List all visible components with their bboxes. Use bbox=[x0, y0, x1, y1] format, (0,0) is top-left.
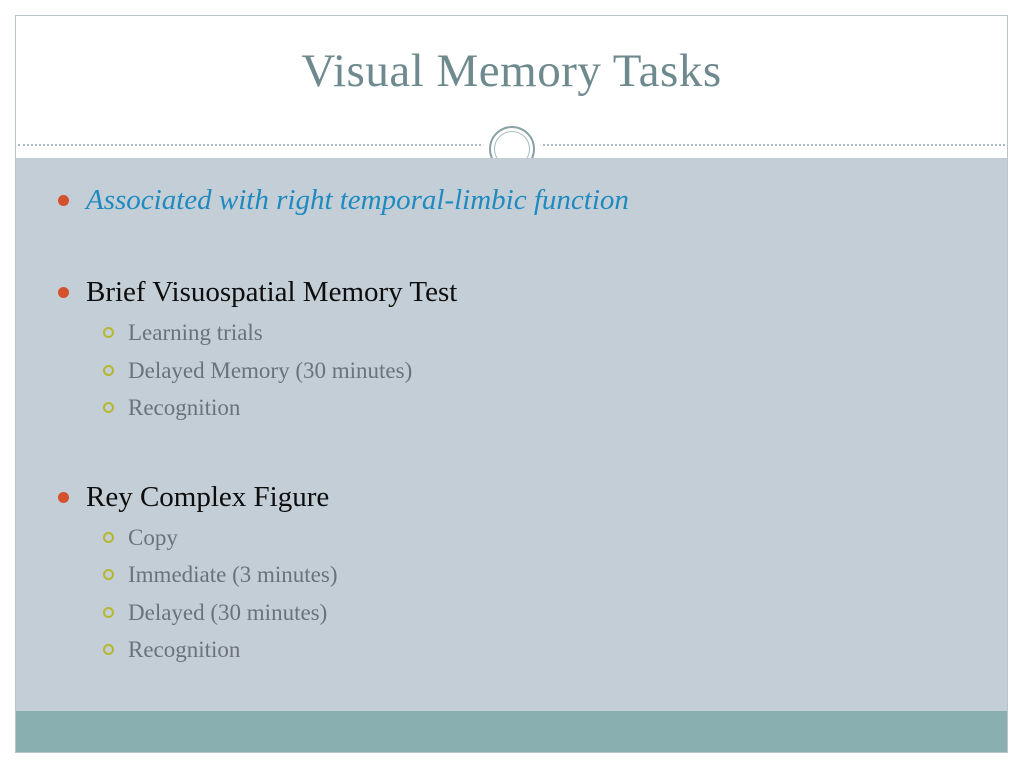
bullet-group-spacer bbox=[42, 431, 987, 475]
hollow-circle-bullet-icon bbox=[103, 644, 114, 655]
sub-bullet-item: Immediate (3 minutes) bbox=[86, 556, 987, 594]
slide: Visual Memory Tasks Associated with righ… bbox=[15, 15, 1008, 753]
bullet-list: Associated with right temporal-limbic fu… bbox=[42, 178, 987, 669]
hollow-circle-bullet-icon bbox=[103, 327, 114, 338]
bullet-text: Associated with right temporal-limbic fu… bbox=[86, 184, 629, 216]
sub-bullet-item: Delayed Memory (30 minutes) bbox=[86, 352, 987, 390]
filled-circle-bullet-icon bbox=[58, 491, 69, 503]
sub-bullet-item: Learning trials bbox=[86, 314, 987, 352]
slide-header: Visual Memory Tasks bbox=[16, 16, 1007, 182]
filled-circle-bullet-icon bbox=[58, 287, 69, 298]
bullet-content: Associated with right temporal-limbic fu… bbox=[42, 178, 987, 673]
bullet-group-spacer bbox=[42, 226, 987, 270]
sub-bullet-text: Copy bbox=[128, 524, 178, 550]
page-title: Visual Memory Tasks bbox=[301, 45, 722, 97]
sub-bullet-item: Copy bbox=[86, 519, 987, 557]
sub-bullet-text: Recognition bbox=[128, 395, 241, 420]
footer-bar bbox=[16, 711, 1007, 752]
bullet-text: Brief Visuospatial Memory Test bbox=[86, 276, 458, 308]
hollow-circle-bullet-icon bbox=[103, 364, 114, 376]
hollow-circle-bullet-icon bbox=[103, 606, 114, 618]
sub-bullet-text: Immediate (3 minutes) bbox=[128, 562, 338, 587]
sub-bullet-text: Delayed Memory (30 minutes) bbox=[128, 357, 413, 383]
sub-bullet-item: Recognition bbox=[86, 389, 987, 427]
bullet-text: Rey Complex Figure bbox=[86, 480, 330, 513]
filled-circle-bullet-icon bbox=[58, 195, 69, 206]
sub-bullet-text: Learning trials bbox=[128, 320, 263, 345]
sub-bullet-item: Recognition bbox=[86, 631, 987, 669]
sub-bullet-text: Recognition bbox=[128, 637, 241, 662]
hollow-circle-bullet-icon bbox=[103, 531, 114, 543]
slide-body: Associated with right temporal-limbic fu… bbox=[16, 158, 1007, 711]
sub-bullet-item: Delayed (30 minutes) bbox=[86, 594, 987, 632]
sub-bullet-text: Delayed (30 minutes) bbox=[128, 599, 328, 625]
hollow-circle-bullet-icon bbox=[103, 402, 114, 413]
bullet-item: Associated with right temporal-limbic fu… bbox=[42, 178, 987, 222]
hollow-circle-bullet-icon bbox=[103, 569, 114, 580]
